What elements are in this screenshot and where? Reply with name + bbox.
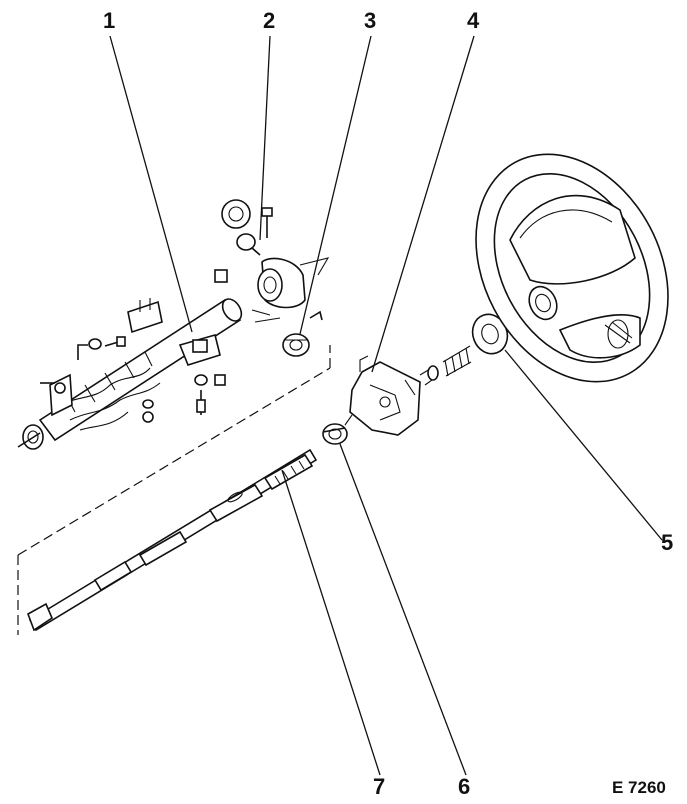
- ignition-switch: [282, 333, 310, 357]
- leader-5: [504, 349, 663, 541]
- shaft-bearing: [322, 423, 348, 445]
- leader-3: [299, 35, 372, 335]
- callout-leaders: [109, 35, 663, 776]
- callout-1: 1: [103, 8, 116, 33]
- leader-7: [281, 469, 381, 776]
- callout-6: 6: [458, 774, 471, 799]
- callout-5: 5: [661, 530, 674, 555]
- callout-2: 2: [263, 8, 276, 33]
- leader-1: [109, 35, 193, 333]
- callout-7: 7: [373, 774, 386, 799]
- callout-4: 4: [467, 8, 480, 33]
- leader-6: [339, 443, 467, 776]
- steering-wheel: [475, 153, 669, 383]
- column-fasteners: [17, 269, 228, 450]
- upper-column-body: [344, 345, 472, 436]
- steering-shaft: [27, 448, 318, 632]
- steering-column-tube: [38, 298, 243, 442]
- leader-2: [259, 35, 271, 241]
- figure-code: E 7260: [612, 778, 666, 797]
- group-boundary-dashed: [17, 345, 331, 635]
- callout-3: 3: [364, 8, 377, 33]
- ignition-lock-housing: [221, 199, 330, 323]
- leader-4: [371, 35, 475, 373]
